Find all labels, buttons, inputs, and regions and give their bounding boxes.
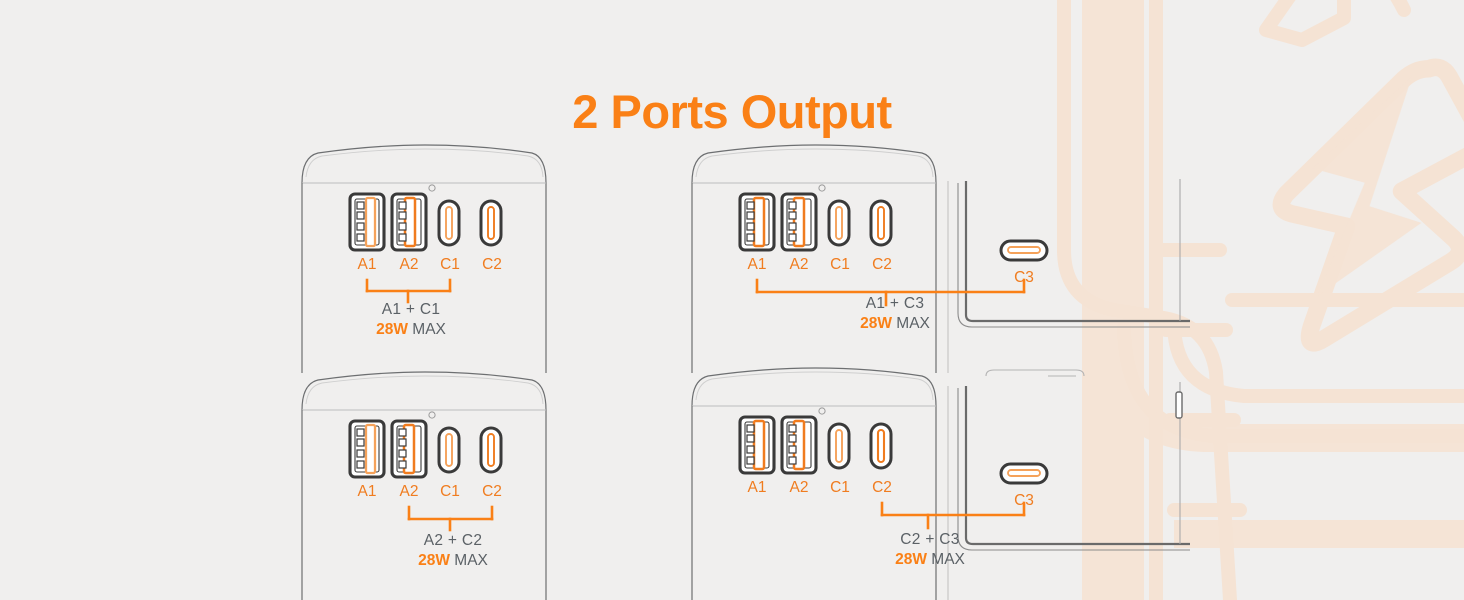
caption-watt-value: 28W (895, 551, 927, 568)
caption-watt-max: MAX (926, 551, 965, 568)
caption-pair: A1 + C3 (865, 295, 925, 312)
port-a2-usb-a (390, 419, 428, 479)
charger-body-front (301, 371, 547, 600)
bracket-c2-c3 (880, 501, 1026, 530)
caption-pair: A2 + C2 (423, 532, 483, 549)
caption-watt-value: 28W (860, 315, 892, 332)
caption-watt: 28W MAX (855, 550, 1005, 570)
charger-body-side (947, 179, 1190, 373)
port-label-c3: C3 (1014, 492, 1034, 509)
port-c3-usb-c-side (999, 462, 1049, 485)
port-label-a2: A2 (790, 479, 809, 496)
charger-body-front (691, 367, 937, 600)
panel-a1-c3: C3 (690, 144, 1220, 373)
port-label-c1: C1 (440, 256, 460, 273)
led-indicator-icon (818, 184, 826, 192)
bracket-a1-c1 (365, 278, 452, 304)
port-label-c1: C1 (830, 479, 850, 496)
caption-pair: A1 + C1 (381, 301, 441, 318)
port-label-c2: C2 (482, 256, 502, 273)
port-label-c2: C2 (872, 256, 892, 273)
bracket-a2-c2 (407, 505, 494, 532)
caption-a2-c2: A2 + C2 28W MAX (378, 531, 528, 571)
caption-pair: C2 + C3 (900, 531, 960, 548)
port-a2-usb-a (780, 192, 818, 252)
caption-watt: 28W MAX (336, 320, 486, 340)
bracket-a1-c3 (755, 278, 1026, 307)
port-c2-usb-c (479, 426, 503, 474)
port-a1-usb-a (738, 415, 776, 475)
port-label-c2: C2 (482, 483, 502, 500)
panel-a2-c2: A1 A2 C1 C2 (300, 371, 570, 600)
port-c1-usb-c (437, 426, 461, 474)
charger-body-front (301, 144, 547, 373)
port-a2-usb-a (390, 192, 428, 252)
port-label-c1: C1 (830, 256, 850, 273)
page-title: 2 Ports Output (572, 85, 892, 138)
port-c2-usb-c (479, 199, 503, 247)
panel-c2-c3: C3 (690, 367, 1220, 600)
port-label-a2: A2 (790, 256, 809, 273)
port-a1-usb-a (348, 419, 386, 479)
caption-a1-c3: A1 + C3 28W MAX (820, 294, 970, 334)
port-label-a1: A1 (358, 256, 377, 273)
caption-watt: 28W MAX (378, 551, 528, 571)
led-indicator-icon (818, 407, 826, 415)
caption-watt-value: 28W (418, 552, 450, 569)
port-c1-usb-c (827, 422, 851, 470)
port-c2-usb-c (869, 422, 893, 470)
port-label-c2: C2 (872, 479, 892, 496)
port-c1-usb-c (827, 199, 851, 247)
caption-a1-c1: A1 + C1 28W MAX (336, 300, 486, 340)
port-label-a2: A2 (400, 483, 419, 500)
caption-watt-value: 28W (376, 321, 408, 338)
port-label-a2: A2 (400, 256, 419, 273)
led-indicator-icon (428, 184, 436, 192)
caption-watt-max: MAX (407, 321, 446, 338)
caption-watt-max: MAX (449, 552, 488, 569)
port-c1-usb-c (437, 199, 461, 247)
port-a2-usb-a (780, 415, 818, 475)
port-label-a1: A1 (358, 483, 377, 500)
port-a1-usb-a (738, 192, 776, 252)
port-label-a1: A1 (748, 479, 767, 496)
port-label-c1: C1 (440, 483, 460, 500)
charger-body-front (691, 144, 937, 373)
port-c3-usb-c-side (999, 239, 1049, 262)
panel-a1-c1: A1 A2 C1 C2 (300, 144, 570, 373)
caption-watt-max: MAX (891, 315, 930, 332)
caption-c2-c3: C2 + C3 28W MAX (855, 530, 1005, 570)
port-label-a1: A1 (748, 256, 767, 273)
port-label-c3: C3 (1014, 269, 1034, 286)
port-a1-usb-a (348, 192, 386, 252)
port-c2-usb-c (869, 199, 893, 247)
led-indicator-icon (428, 411, 436, 419)
caption-watt: 28W MAX (820, 314, 970, 334)
